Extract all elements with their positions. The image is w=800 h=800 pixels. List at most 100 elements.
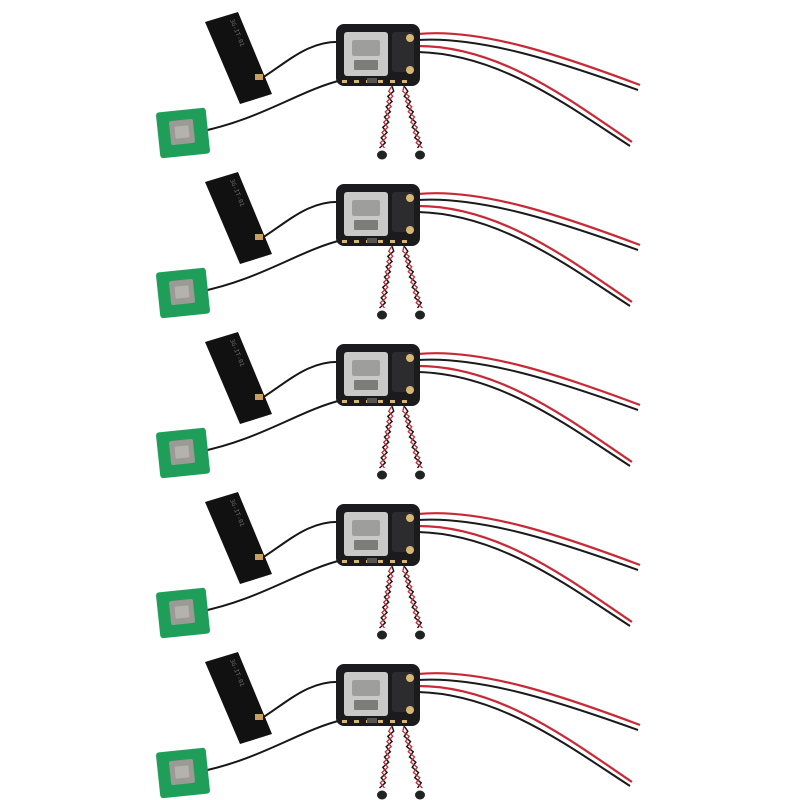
gps-tracker-module: 3G-IT-01 bbox=[156, 172, 641, 320]
gsm-module bbox=[392, 672, 414, 712]
gps-antenna-cable bbox=[197, 239, 343, 293]
gold-pad bbox=[406, 514, 414, 522]
solder-pad bbox=[342, 80, 347, 83]
solder-pad bbox=[390, 560, 395, 563]
sim-latch bbox=[354, 60, 378, 70]
gps-tracker-module: 3G-IT-01 bbox=[156, 12, 641, 160]
cellular-antenna-cable bbox=[261, 520, 343, 559]
solder-pad bbox=[378, 400, 383, 403]
red-power-wire bbox=[417, 512, 641, 567]
microphone-lead bbox=[378, 245, 395, 309]
solder-pad bbox=[378, 720, 383, 723]
microphone-lead bbox=[378, 405, 395, 469]
gps-antenna-cable bbox=[197, 559, 343, 613]
microphone-lead bbox=[378, 85, 395, 149]
microphone-lead bbox=[402, 565, 423, 629]
black-power-wire bbox=[417, 371, 631, 467]
sim-contacts bbox=[352, 520, 380, 536]
microphone-lead bbox=[379, 405, 394, 469]
flexible-cellular-antenna bbox=[205, 332, 272, 424]
microphone-lead bbox=[403, 245, 423, 309]
gps-tracker-module: 3G-IT-01 bbox=[156, 652, 641, 800]
black-power-wire bbox=[417, 678, 639, 731]
microphone-lead bbox=[379, 725, 394, 789]
solder-pad bbox=[342, 400, 347, 403]
microphone-lead bbox=[402, 85, 423, 149]
black-power-wire bbox=[417, 691, 631, 787]
red-power-wire bbox=[417, 352, 641, 407]
solder-pad bbox=[390, 240, 395, 243]
microphone-capsule bbox=[415, 310, 425, 320]
gold-pad bbox=[406, 34, 414, 42]
microphone-capsule bbox=[415, 470, 425, 480]
solder-pad bbox=[342, 720, 347, 723]
solder-pad bbox=[354, 240, 359, 243]
sim-contacts bbox=[352, 40, 380, 56]
gold-pad bbox=[406, 386, 414, 394]
microphone-capsule bbox=[377, 790, 387, 800]
microphone-capsule bbox=[415, 150, 425, 160]
solder-pad bbox=[354, 80, 359, 83]
gps-tracker-module: 3G-IT-01 bbox=[156, 492, 641, 640]
black-power-wire bbox=[417, 358, 639, 411]
solder-pad bbox=[390, 720, 395, 723]
gold-pad bbox=[406, 706, 414, 714]
solder-pad bbox=[402, 560, 407, 563]
red-power-wire bbox=[417, 192, 641, 247]
antenna-connector bbox=[255, 74, 263, 80]
solder-pad bbox=[390, 80, 395, 83]
microphone-lead bbox=[403, 85, 423, 149]
red-power-wire bbox=[417, 204, 633, 303]
solder-pad bbox=[354, 400, 359, 403]
sim-latch bbox=[354, 700, 378, 710]
solder-pad bbox=[402, 400, 407, 403]
antenna-connector bbox=[255, 234, 263, 240]
red-power-wire bbox=[417, 672, 641, 727]
antenna-connector bbox=[255, 714, 263, 720]
sim-contacts bbox=[352, 680, 380, 696]
patch-feed bbox=[174, 445, 190, 459]
solder-pad bbox=[342, 240, 347, 243]
microphone-lead bbox=[379, 245, 394, 309]
microphone-lead bbox=[378, 565, 395, 629]
flexible-cellular-antenna bbox=[205, 12, 272, 104]
microphone-capsule bbox=[377, 630, 387, 640]
status-led bbox=[367, 558, 377, 563]
black-power-wire bbox=[417, 531, 631, 627]
solder-pad bbox=[378, 560, 383, 563]
patch-feed bbox=[174, 285, 190, 299]
cellular-antenna-cable bbox=[261, 680, 343, 719]
gold-pad bbox=[406, 354, 414, 362]
patch-feed bbox=[174, 765, 190, 779]
gps-tracker-module: 3G-IT-01 bbox=[156, 332, 641, 480]
microphone-lead bbox=[402, 245, 423, 309]
gsm-module bbox=[392, 352, 414, 392]
gold-pad bbox=[406, 194, 414, 202]
gsm-module bbox=[392, 32, 414, 72]
solder-pad bbox=[354, 560, 359, 563]
black-power-wire bbox=[417, 518, 639, 571]
sim-latch bbox=[354, 380, 378, 390]
microphone-lead bbox=[379, 565, 394, 629]
gold-pad bbox=[406, 66, 414, 74]
gold-pad bbox=[406, 226, 414, 234]
microphone-lead bbox=[403, 725, 423, 789]
status-led bbox=[367, 238, 377, 243]
microphone-capsule bbox=[377, 150, 387, 160]
solder-pad bbox=[402, 240, 407, 243]
microphone-lead bbox=[402, 725, 423, 789]
solder-pad bbox=[402, 80, 407, 83]
black-power-wire bbox=[417, 51, 631, 147]
cellular-antenna-cable bbox=[261, 360, 343, 399]
microphone-capsule bbox=[377, 310, 387, 320]
solder-pad bbox=[342, 560, 347, 563]
solder-pad bbox=[390, 400, 395, 403]
gps-antenna-cable bbox=[197, 719, 343, 773]
black-power-wire bbox=[417, 198, 639, 251]
black-power-wire bbox=[417, 38, 639, 91]
microphone-lead bbox=[402, 405, 423, 469]
flexible-cellular-antenna bbox=[205, 172, 272, 264]
solder-pad bbox=[378, 240, 383, 243]
sim-contacts bbox=[352, 200, 380, 216]
red-power-wire bbox=[417, 44, 633, 143]
